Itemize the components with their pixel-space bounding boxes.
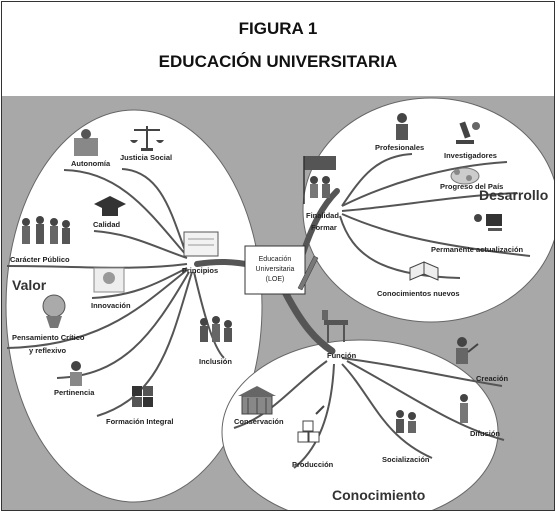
innovacion-label: Innovación: [91, 301, 131, 310]
actualizacion-label: Permanente actualización: [431, 245, 524, 254]
autonomia-icon: [74, 129, 98, 156]
center-line2: Universitaria: [256, 266, 295, 273]
graduation-cap-icon: [94, 196, 126, 216]
socializacion-label: Socialización: [382, 455, 430, 464]
progreso-label: Progreso del País: [440, 182, 503, 191]
microscope-icon: [456, 121, 480, 144]
innovacion-icon: [93, 267, 125, 293]
branch-center-funcion: [278, 282, 336, 355]
figure-header: FIGURA 1 EDUCACIÓN UNIVERSITARIA: [2, 2, 554, 97]
pensamiento-critico-label: Pensamiento Crítico: [12, 333, 85, 342]
pensamiento-reflexivo-label: y reflexivo: [29, 346, 67, 355]
conocimiento-heading: Conocimiento: [332, 487, 425, 503]
funcion-desk-icon: [322, 310, 348, 342]
figure-number: FIGURA 1: [238, 19, 318, 38]
principios-scroll-icon: [183, 231, 219, 257]
building-icon: [238, 386, 276, 415]
autonomia-label: Autonomía: [71, 159, 111, 168]
mind-map-canvas: Educación Universitaria (LOE) Principios: [5, 97, 554, 510]
speaker-icon: [460, 394, 468, 423]
inclusion-label: Inclusión: [199, 357, 232, 366]
center-node: Educación Universitaria (LOE): [244, 245, 319, 295]
thinking-head-icon: [42, 294, 66, 328]
creacion-label: Creación: [476, 374, 509, 383]
profesionales-label: Profesionales: [375, 143, 424, 152]
justicia-scale-icon: [130, 126, 164, 151]
socializacion-people-icon: [396, 410, 416, 433]
progreso-pais-icon: [450, 167, 480, 185]
worker-icon: [456, 337, 479, 364]
calidad-label: Calidad: [93, 220, 121, 229]
justicia-social-label: Justicia Social: [120, 153, 172, 162]
finalidad-label: Finalidad: [306, 211, 339, 220]
blocks-icon: [297, 405, 325, 443]
conservacion-label: Conservación: [234, 417, 284, 426]
funcion-label: Función: [327, 351, 357, 360]
inclusion-people-icon: [200, 316, 232, 342]
crowd-icon: [22, 216, 70, 244]
valor-heading: Valor: [12, 277, 47, 293]
pertinencia-label: Pertinencia: [54, 388, 95, 397]
computer-user-icon: [474, 214, 502, 231]
pencil-icon: [297, 255, 319, 291]
pertinencia-person-icon: [70, 361, 82, 386]
investigadores-label: Investigadores: [444, 151, 497, 160]
conocimiento-branches: [233, 357, 505, 469]
produccion-label: Producción: [292, 460, 334, 469]
figure-title: EDUCACIÓN UNIVERSITARIA: [158, 52, 398, 71]
mind-map: Educación Universitaria (LOE) Principios: [2, 96, 554, 510]
center-line1: Educación: [259, 256, 292, 263]
formacion-integral-label: Formación Integral: [106, 417, 174, 426]
center-line3: (LOE): [266, 276, 285, 283]
desarrollo-heading: Desarrollo: [479, 187, 548, 203]
profesional-icon: [396, 113, 408, 140]
principios-label: Principios: [182, 266, 218, 275]
conocimientos-nuevos-label: Conocimientos nuevos: [377, 289, 460, 298]
finalidad-flag-icon: [303, 156, 336, 204]
desarrollo-ellipse: [302, 97, 554, 323]
book-icon: [409, 261, 439, 281]
formar-label: Formar: [311, 223, 337, 232]
puzzle-icon: [132, 386, 153, 407]
difusion-label: Difusión: [470, 429, 500, 438]
valor-ellipse: [5, 109, 263, 503]
caracter-publico-label: Carácter Público: [10, 255, 70, 264]
conocimiento-ellipse: [221, 339, 499, 510]
